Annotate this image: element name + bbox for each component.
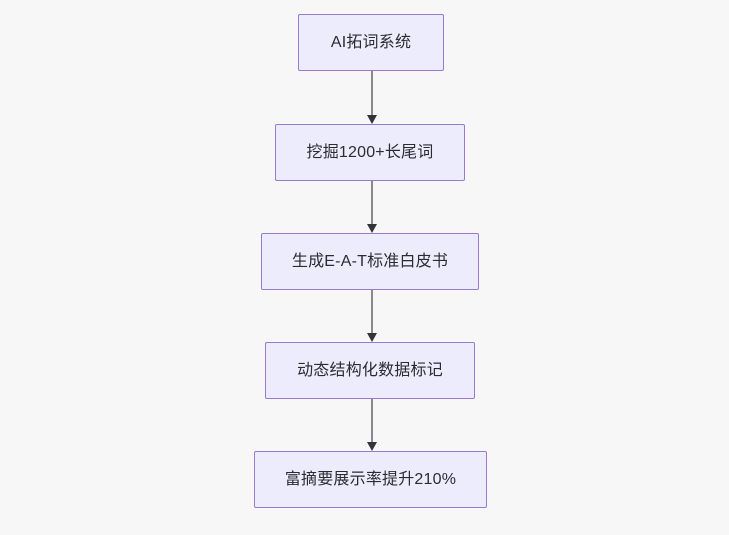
edge-line [371, 181, 373, 224]
flowchart-node-n5[interactable]: 富摘要展示率提升210% [254, 451, 487, 508]
flowchart-node-label: 富摘要展示率提升210% [284, 470, 457, 488]
arrowhead-icon [367, 442, 377, 451]
flowchart-node-n4[interactable]: 动态结构化数据标记 [265, 342, 475, 399]
flowchart-node-n3[interactable]: 生成E-A-T标准白皮书 [261, 233, 479, 290]
edge-line [371, 71, 373, 115]
flowchart-node-label: AI拓词系统 [330, 33, 412, 51]
arrowhead-icon [367, 224, 377, 233]
flowchart-node-label: 挖掘1200+长尾词 [306, 143, 434, 161]
flowchart-node-n2[interactable]: 挖掘1200+长尾词 [275, 124, 465, 181]
edge-line [371, 290, 373, 333]
flowchart-node-label: 生成E-A-T标准白皮书 [291, 252, 449, 270]
flowchart-node-label: 动态结构化数据标记 [297, 361, 443, 379]
edge-line [371, 399, 373, 442]
flowchart-node-n1[interactable]: AI拓词系统 [298, 14, 444, 71]
arrowhead-icon [367, 115, 377, 124]
arrowhead-icon [367, 333, 377, 342]
